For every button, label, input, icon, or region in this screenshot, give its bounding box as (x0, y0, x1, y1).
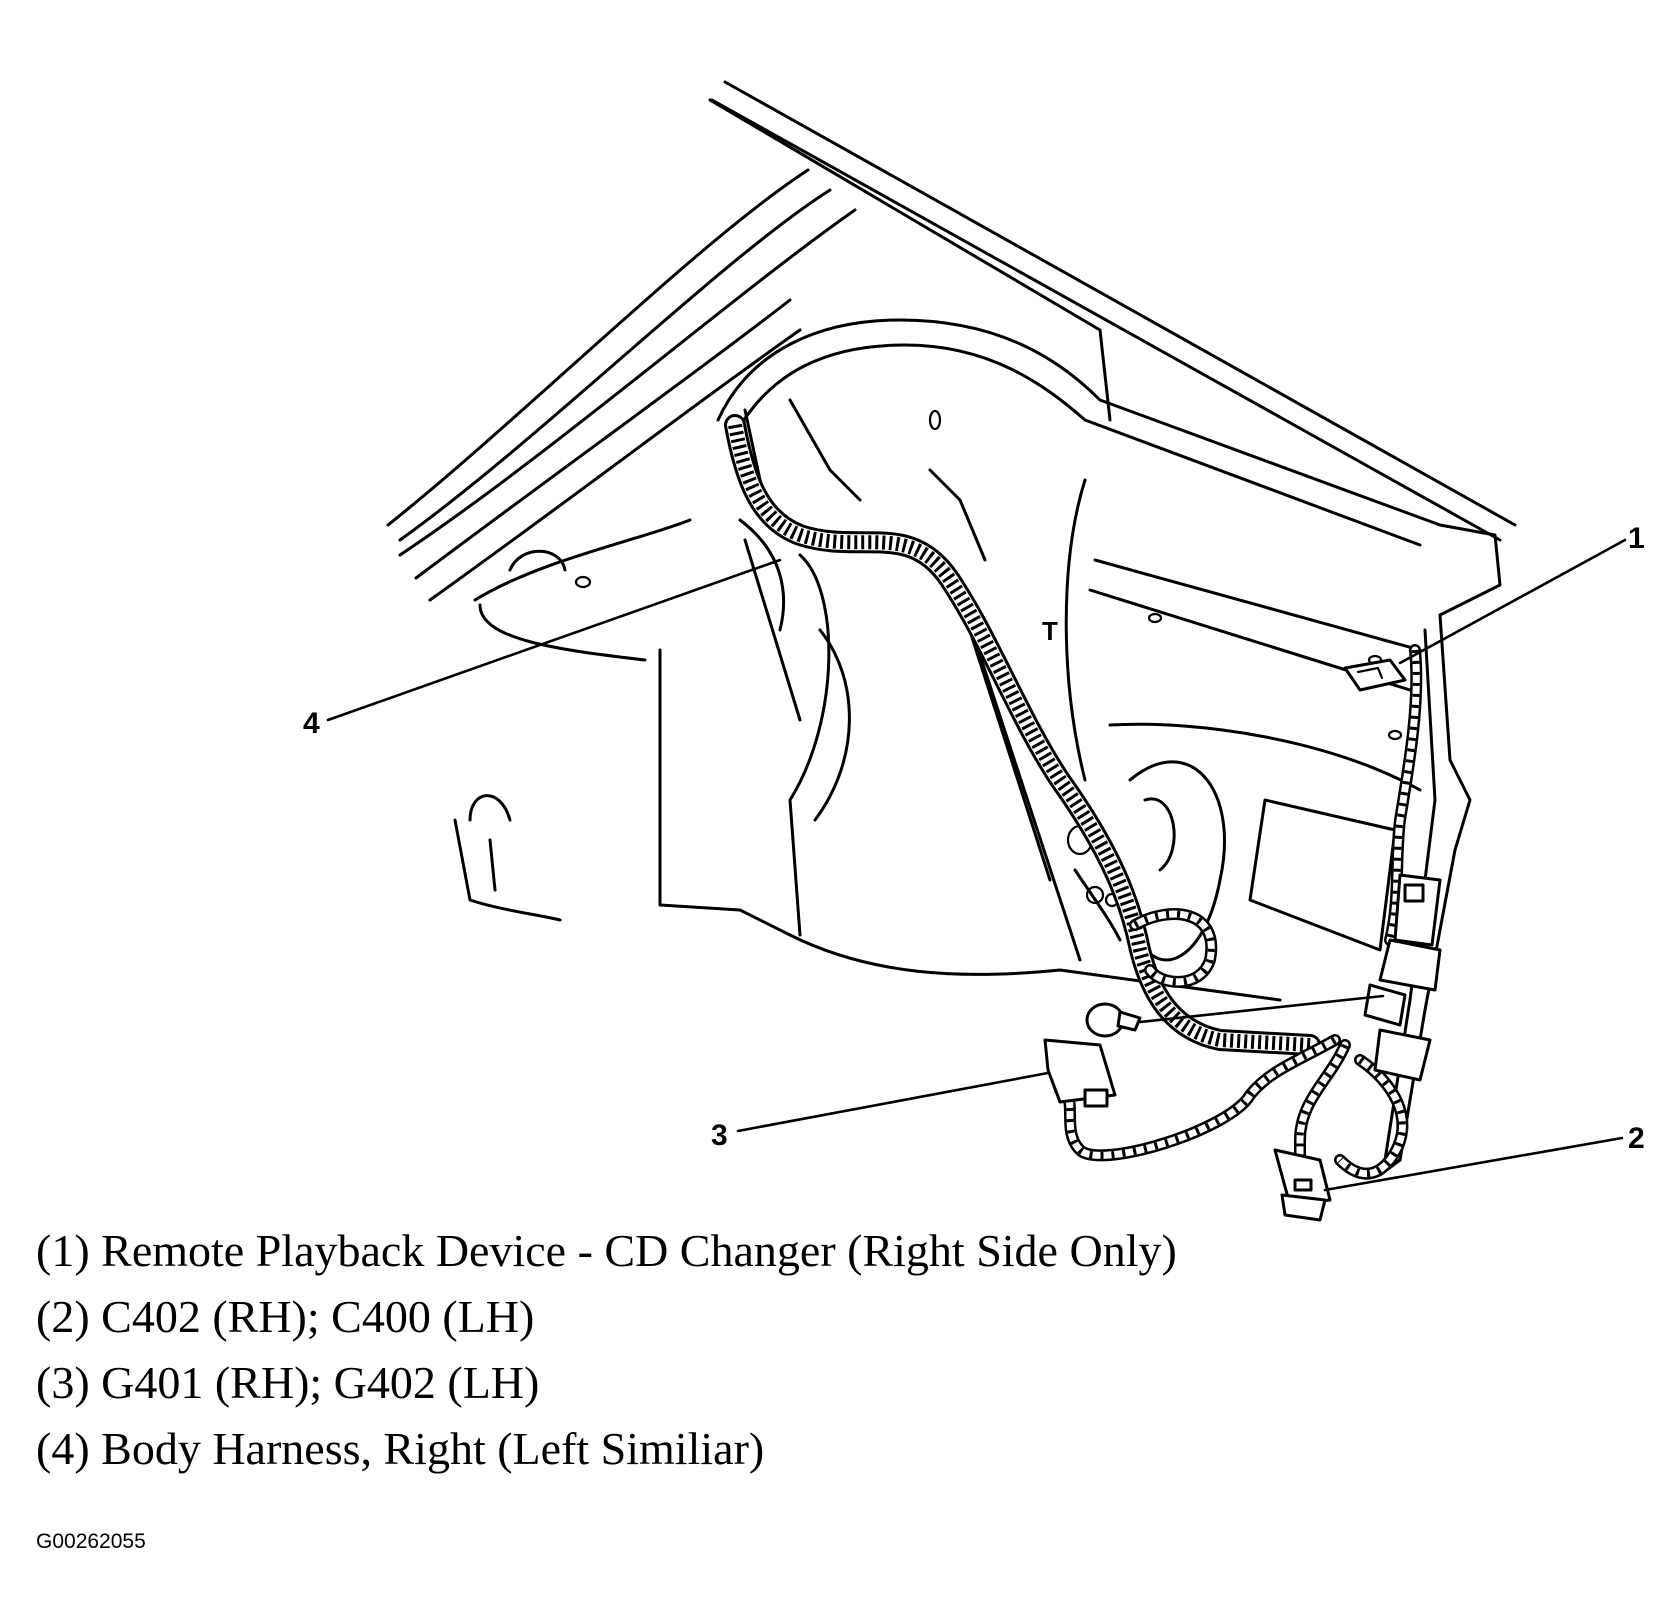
legend-item-4: (4) Body Harness, Right (Left Similiar) (36, 1423, 765, 1474)
legend-item-3: (3) G401 (RH); G402 (LH) (36, 1357, 540, 1408)
connector-c402 (1273, 1148, 1332, 1222)
legend-item-1: (1) Remote Playback Device - CD Changer … (36, 1225, 1177, 1276)
callout-4: 4 (303, 707, 320, 740)
leader-line-3b (1138, 994, 1385, 1024)
figure-id: G00262055 (36, 1530, 146, 1553)
leader-line-1 (1398, 538, 1627, 665)
legend-item-2: (2) C402 (RH); C400 (LH) (36, 1291, 535, 1342)
callout-2: 2 (1628, 1122, 1645, 1155)
cd-changer-connector (1343, 658, 1407, 692)
callout-3: 3 (711, 1119, 728, 1152)
leader-line-2 (1323, 1136, 1624, 1192)
harness-bracket-lower (1363, 983, 1432, 1082)
ground-connector-g401 (1043, 1002, 1142, 1108)
panel-mark-label: T (1042, 616, 1058, 646)
leader-line-4 (326, 558, 782, 722)
harness-bracket-upper (1378, 873, 1442, 992)
body-harness (724, 414, 1321, 1056)
legend-list: (1) Remote Playback Device - CD Changer … (36, 1218, 1177, 1482)
vehicle-body-outline (386, 80, 1517, 1177)
leader-line-3 (736, 1071, 1050, 1133)
wiring-location-diagram: T (303, 80, 1645, 1222)
leader-lines (326, 538, 1627, 1192)
callout-1: 1 (1628, 522, 1645, 555)
